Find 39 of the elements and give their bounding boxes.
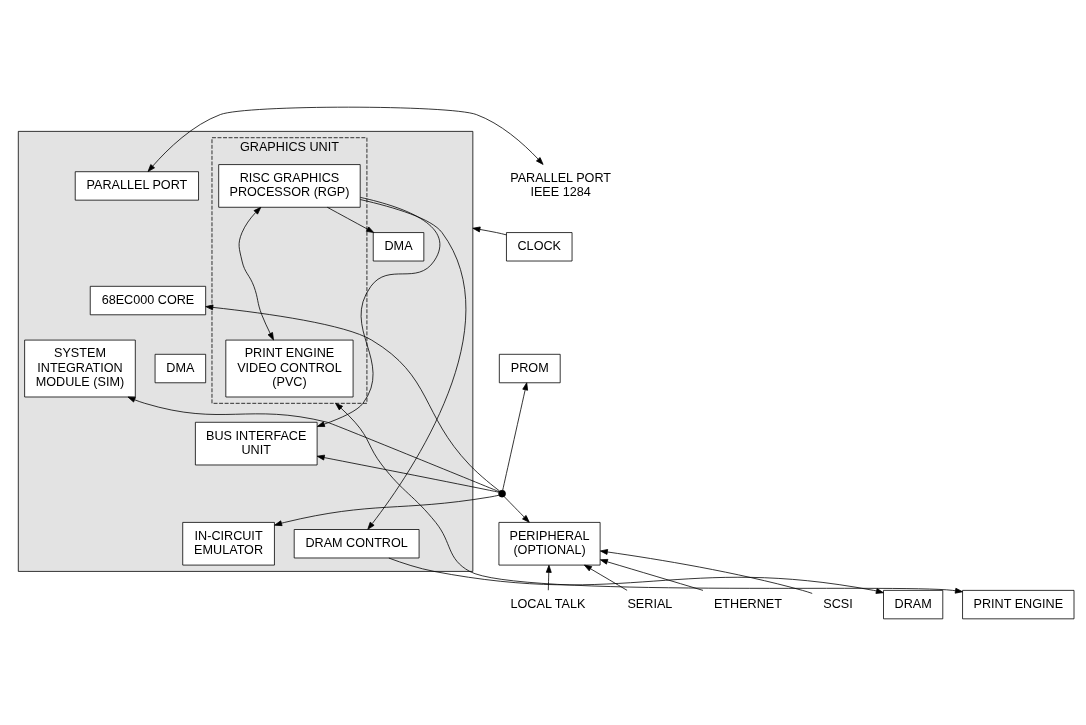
arrow	[335, 402, 963, 594]
node-box: RISC GRAPHICS PROCESSOR (RGP)	[218, 163, 361, 208]
arrow	[326, 206, 375, 233]
node-box: PROM	[498, 353, 561, 383]
arrow	[599, 558, 704, 591]
node-box: DRAM	[883, 589, 944, 619]
arrow	[316, 196, 441, 427]
node-box: PRINT ENGINE	[962, 589, 1075, 619]
node-text: ETHERNET	[713, 596, 782, 611]
arrow	[147, 106, 544, 172]
node-box: PARALLEL PORT	[74, 170, 199, 201]
node-box: IN-CIRCUIT EMULATOR	[182, 521, 275, 565]
node-box: SYSTEM INTEGRATION MODULE (SIM)	[24, 339, 136, 397]
node-text: SCSI	[823, 596, 853, 611]
arrow	[583, 564, 628, 591]
node-text: PARALLEL PORT IEEE 1284	[510, 170, 611, 199]
arrow	[599, 548, 813, 594]
node-box: PERIPHERAL (OPTIONAL)	[498, 521, 601, 565]
node-text: SERIAL	[627, 596, 673, 611]
node-box: BUS INTERFACE UNIT	[195, 421, 318, 465]
arrow	[316, 454, 500, 493]
node-text: LOCAL TALK	[510, 596, 586, 611]
node-box: PRINT ENGINE VIDEO CONTROL (PVC)	[225, 339, 354, 397]
node-box: DMA	[372, 231, 425, 261]
cluster	[17, 130, 474, 572]
arrow	[274, 494, 500, 526]
arrow	[205, 304, 500, 491]
arrow	[359, 198, 467, 530]
arrow	[503, 495, 530, 523]
arrow	[238, 206, 274, 340]
node-box: DRAM CONTROL	[293, 528, 420, 558]
node-box: CLOCK	[506, 231, 573, 261]
arrow	[502, 381, 528, 491]
node-box: 68EC000 CORE	[89, 285, 207, 315]
node-box: DMA	[154, 353, 207, 383]
arrow	[472, 226, 507, 235]
arrow	[127, 396, 500, 492]
arrow	[545, 564, 552, 591]
node-circle	[498, 489, 506, 497]
